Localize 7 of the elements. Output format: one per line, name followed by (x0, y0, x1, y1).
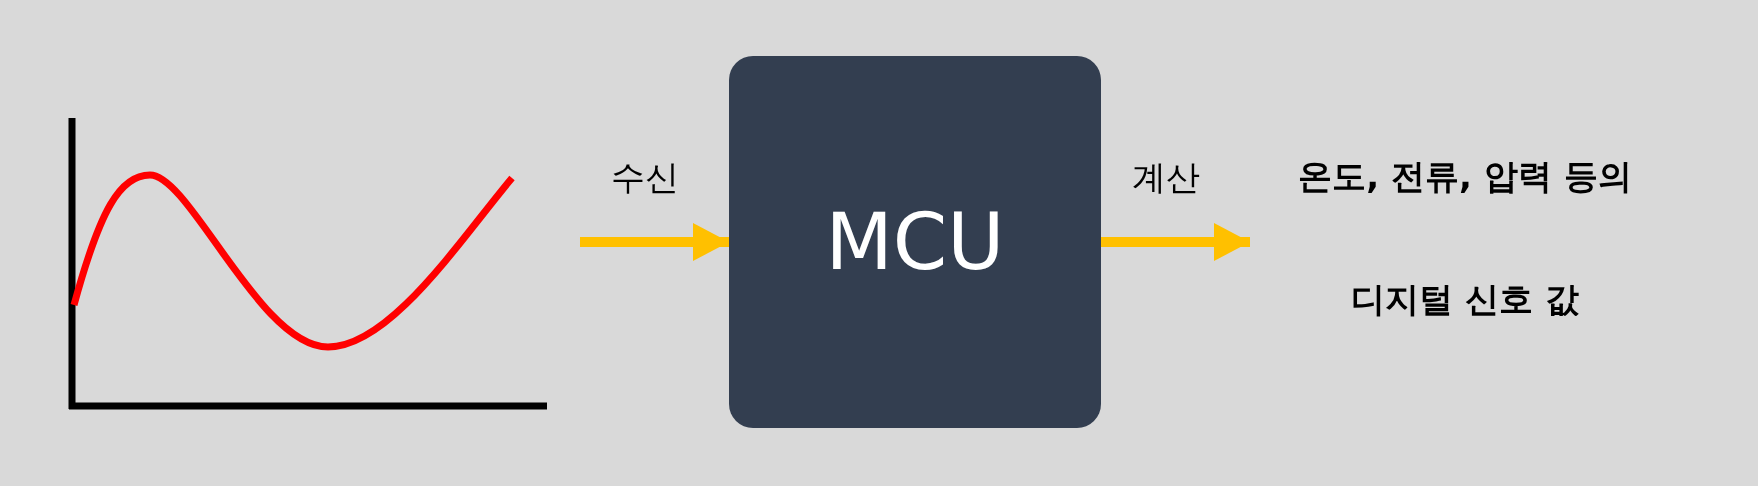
box-label: MCU (825, 203, 1005, 281)
edge-label: 수신 (610, 156, 679, 199)
arrow (580, 223, 729, 261)
edge-label: 계산 (1131, 156, 1200, 199)
mcu-box (729, 56, 1101, 428)
arrow (1101, 223, 1250, 261)
result-text: 온도, 전류, 압력 등의 디지털 신호 값 (1297, 155, 1633, 321)
